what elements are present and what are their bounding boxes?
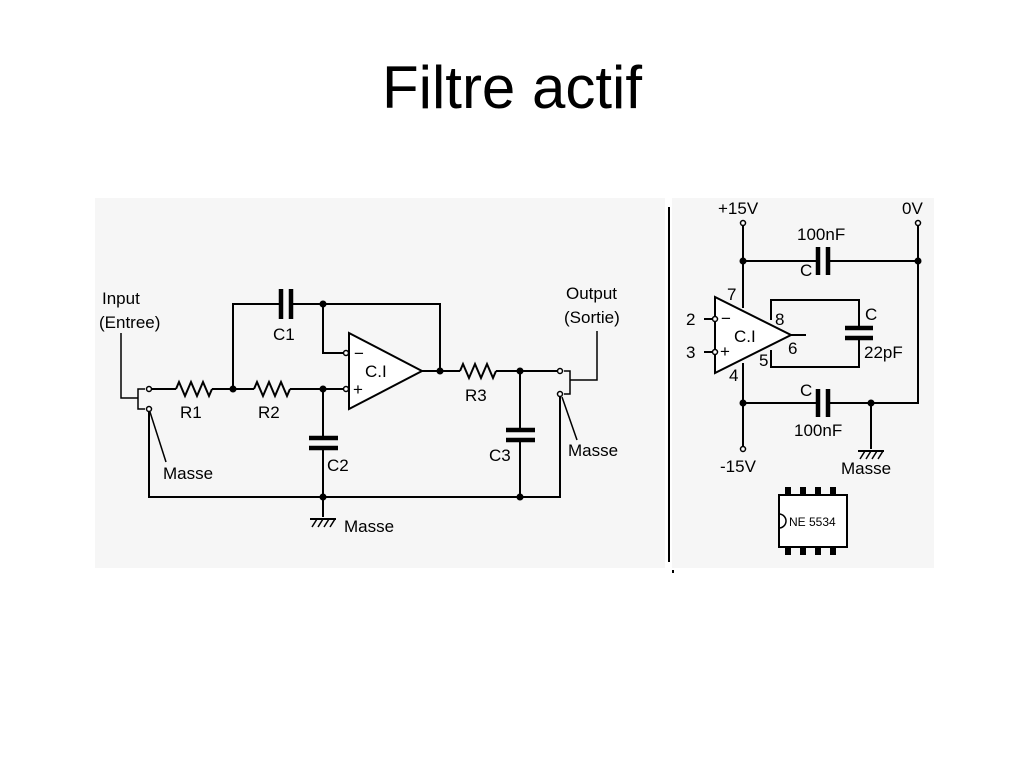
chip-pins-bottom xyxy=(785,547,836,555)
opamp-main-label: C.I xyxy=(365,362,387,381)
zero-terminal xyxy=(914,219,922,227)
vpos-label: +15V xyxy=(718,199,759,218)
input-label-line2: (Entree) xyxy=(99,313,160,332)
wire-zero-rail xyxy=(829,226,919,404)
input-bracket xyxy=(137,388,145,410)
input-terminal-bottom xyxy=(145,405,153,413)
cap-top-label: C xyxy=(800,261,812,280)
vpos-terminal xyxy=(739,219,747,227)
zero-label: 0V xyxy=(902,199,923,218)
slide-title: Filtre actif xyxy=(381,54,643,121)
pin2-label: 2 xyxy=(686,310,695,329)
output-label-pointer xyxy=(570,331,598,381)
opamp-power-label: C.I xyxy=(734,327,756,346)
vneg-label: -15V xyxy=(720,457,757,476)
chip-name-label: NE 5534 xyxy=(789,515,836,529)
chip-pins-top xyxy=(785,487,836,495)
pin6-label: 6 xyxy=(788,339,797,358)
input-masse-pointer xyxy=(149,411,167,463)
masse-bottom-label: Masse xyxy=(344,517,394,536)
opamp-power-pin2 xyxy=(711,315,719,323)
r2-label: R2 xyxy=(258,403,280,422)
ground-symbol-main xyxy=(310,518,336,528)
masse-input-label: Masse xyxy=(163,464,213,483)
resistor-r2 xyxy=(253,379,291,399)
cap-comp-value: 22pF xyxy=(864,343,903,362)
power-circuit: +15V 0V -15V 100nF C C 100nF C 22pF C.I … xyxy=(686,199,923,555)
opamp-main-minus: − xyxy=(354,344,364,363)
cap-top-value: 100nF xyxy=(797,225,845,244)
resistor-r1 xyxy=(175,379,213,399)
opamp-main-plus: + xyxy=(353,380,363,399)
vneg-terminal xyxy=(739,445,747,453)
chip-ne5534: NE 5534 xyxy=(778,487,848,555)
wire-c1-left xyxy=(232,303,280,389)
wire-comp-bottom xyxy=(770,340,860,368)
r1-label: R1 xyxy=(180,403,202,422)
c2-label: C2 xyxy=(327,456,349,475)
output-masse-pointer xyxy=(561,396,578,441)
cap-comp-label: C xyxy=(865,305,877,324)
main-circuit: Input (Entree) Output (Sortie) Masse Mas… xyxy=(99,284,620,536)
pin4-label: 4 xyxy=(729,366,738,385)
input-label-pointer xyxy=(120,333,138,399)
opamp-power-pin3 xyxy=(711,348,719,356)
resistor-r3 xyxy=(459,361,497,381)
opamp-power xyxy=(714,295,794,375)
wire-minus-feedback xyxy=(322,304,346,354)
opamp-main-minus-pin xyxy=(342,349,350,357)
masse-output-label: Masse xyxy=(568,441,618,460)
opamp-main-plus-pin xyxy=(342,385,350,393)
opamp-main xyxy=(348,331,425,411)
masse-power-label: Masse xyxy=(841,459,891,478)
wire-comp-loop xyxy=(770,299,860,327)
node-ground-c2 xyxy=(319,493,327,501)
opamp-power-minus: − xyxy=(721,309,731,328)
output-bracket xyxy=(564,370,571,395)
pin3-label: 3 xyxy=(686,343,695,362)
output-terminal-bottom xyxy=(556,390,564,398)
cap-bottom-label: C xyxy=(800,381,812,400)
opamp-power-plus: + xyxy=(720,342,730,361)
chip-notch xyxy=(778,513,787,529)
output-label-line2: (Sortie) xyxy=(564,308,620,327)
wire-ground-return xyxy=(148,397,561,498)
pin5-label: 5 xyxy=(759,351,768,370)
c3-label: C3 xyxy=(489,446,511,465)
node-ground-c3 xyxy=(516,493,524,501)
c1-label: C1 xyxy=(273,325,295,344)
wire-c1-right xyxy=(292,303,441,371)
input-terminal-top xyxy=(145,385,153,393)
cap-bottom-value: 100nF xyxy=(794,421,842,440)
pin7-label: 7 xyxy=(727,285,736,304)
pin8-label: 8 xyxy=(775,310,784,329)
ground-symbol-power xyxy=(858,450,884,460)
output-label-line1: Output xyxy=(566,284,617,303)
input-label-line1: Input xyxy=(102,289,140,308)
output-terminal-top xyxy=(556,367,564,375)
node-output xyxy=(436,367,444,375)
r3-label: R3 xyxy=(465,386,487,405)
